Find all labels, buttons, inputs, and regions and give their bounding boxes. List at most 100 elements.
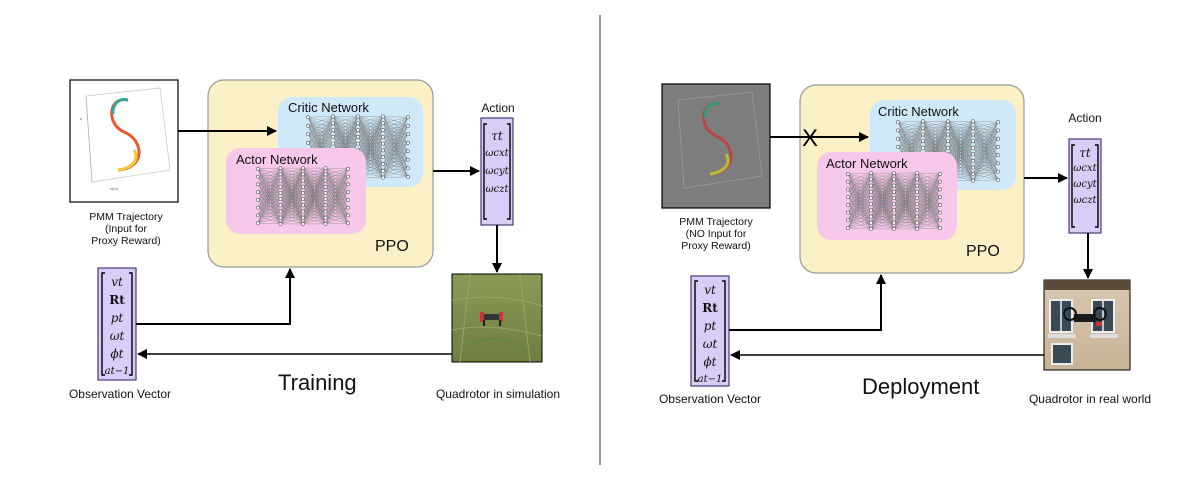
nn-edge: [922, 121, 949, 142]
nn-edge: [325, 192, 349, 225]
nn-node: [278, 190, 283, 195]
nn-edge: [302, 167, 326, 187]
nn-edge: [257, 180, 281, 208]
nn-edge: [325, 168, 349, 224]
nn-edge: [916, 189, 941, 229]
nn-edge: [972, 146, 999, 155]
nn-edge: [257, 174, 281, 200]
nn-edge: [382, 134, 409, 165]
nn-node: [301, 215, 305, 220]
nn-edge: [916, 204, 941, 230]
nn-edge: [307, 116, 334, 152]
nn-edge: [382, 116, 409, 118]
nn-edge: [897, 121, 924, 131]
nn-edge: [893, 173, 918, 229]
nn-node: [406, 157, 410, 162]
nn-edge: [382, 125, 409, 171]
critic-network-label: Critic Network: [288, 100, 369, 115]
nn-edge: [382, 117, 409, 137]
nn-edge: [325, 184, 349, 206]
nn-edge: [972, 138, 999, 148]
nn-node: [306, 132, 310, 137]
quadrotor-simulation-image: [451, 273, 543, 363]
nn-node: [892, 183, 896, 188]
nn-edge: [893, 203, 918, 230]
nn-edge: [972, 138, 999, 155]
nn-node: [301, 221, 305, 226]
action-entry: τt: [491, 129, 503, 143]
nn-edge: [847, 173, 872, 221]
nn-node: [869, 202, 873, 207]
nn-node: [381, 148, 385, 153]
nn-edge: [847, 179, 872, 213]
nn-edge: [325, 168, 349, 212]
nn-edge: [382, 125, 409, 144]
nn-node: [381, 128, 385, 132]
nn-node: [406, 115, 410, 120]
observation-entry: pt: [703, 319, 717, 333]
nn-node: [256, 190, 260, 195]
nn-node: [301, 190, 305, 195]
nn-edge: [893, 172, 918, 192]
nn-edge: [325, 176, 349, 206]
nn-node: [846, 187, 850, 192]
nn-edge: [382, 142, 409, 151]
nn-node: [938, 218, 942, 223]
nn-node: [846, 218, 850, 223]
nn-edge: [847, 197, 872, 213]
nn-edge: [257, 180, 281, 224]
nn-edge: [972, 121, 999, 123]
nn-edge: [257, 168, 281, 224]
pmm-trajectory-plot: z x(m): [69, 79, 179, 203]
nn-edge: [870, 203, 895, 230]
nn-edge: [280, 167, 304, 200]
nn-edge: [325, 199, 349, 225]
nn-edge: [325, 191, 349, 206]
nn-node: [892, 195, 896, 200]
nn-node: [406, 149, 410, 154]
nn-edge: [847, 210, 872, 229]
nn-node: [869, 220, 873, 225]
nn-edge: [897, 121, 924, 156]
nn-edge: [916, 197, 941, 230]
arrow-observation-to-ppo-deploy: [729, 274, 886, 331]
action-vector-box: [480, 117, 514, 226]
nn-edge: [382, 168, 409, 178]
nn-edge: [847, 191, 872, 213]
nn-edge: [847, 172, 872, 175]
nn-node: [869, 208, 873, 213]
nn-edge: [257, 192, 281, 208]
nn-edge: [280, 174, 304, 224]
nn-edge: [847, 197, 872, 206]
nn-edge: [257, 192, 281, 201]
action-entry: ωcyt: [1073, 179, 1097, 190]
nn-edge: [382, 134, 409, 151]
nn-edge: [382, 117, 409, 158]
nn-edge: [870, 210, 895, 230]
nn-edge: [922, 121, 949, 148]
nn-edge: [947, 121, 974, 135]
nn-node: [323, 215, 328, 220]
nn-edge: [257, 168, 281, 208]
nn-node: [896, 144, 900, 149]
nn-edge: [916, 196, 941, 205]
nn-edge: [847, 185, 872, 213]
nn-edge: [972, 146, 999, 168]
nn-node: [381, 121, 385, 126]
ppo-label: PPO: [375, 238, 409, 255]
nn-edge: [280, 168, 304, 206]
nn-edge: [302, 180, 326, 224]
nn-edge: [257, 186, 281, 208]
svg-text:x(m): x(m): [110, 186, 119, 191]
nn-edge: [307, 116, 334, 135]
pmm-trajectory-plot-deploy: [661, 83, 771, 209]
nn-edge: [972, 121, 999, 129]
nn-node: [278, 172, 283, 177]
nn-edge: [307, 129, 334, 152]
nn-edge: [257, 180, 281, 201]
nn-node: [356, 134, 360, 139]
nn-node: [938, 195, 942, 200]
observation-entry: vt: [704, 283, 716, 297]
nn-edge: [972, 138, 999, 168]
nn-node: [331, 114, 335, 119]
